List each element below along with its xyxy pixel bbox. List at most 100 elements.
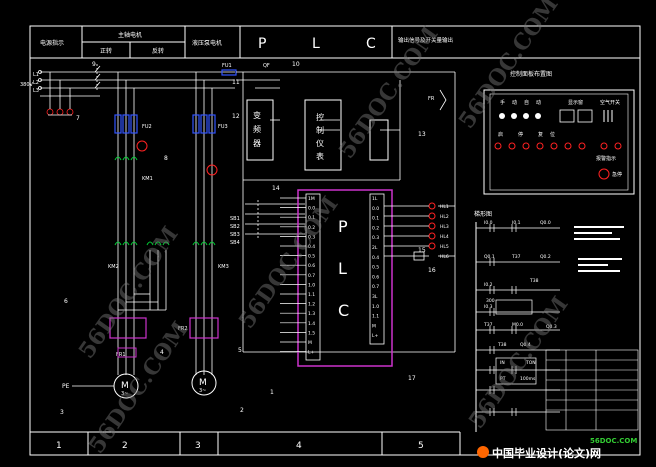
hl5: HL5 <box>440 244 449 250</box>
plc-output-12: 1.1 <box>372 314 379 320</box>
plc-input-9: 1.0 <box>308 282 315 288</box>
callout-16: 16 <box>428 267 436 274</box>
contactor-km3 <box>192 241 216 246</box>
motor-2-phase: 3~ <box>199 388 206 394</box>
plc-input-8: 0.7 <box>308 273 315 279</box>
instrument-char-1: 控 <box>316 112 324 122</box>
hl3: HL3 <box>440 224 449 230</box>
panel-breaker-label: 空气开关 <box>600 99 620 106</box>
header-pump-motor: 液压泵电机 <box>192 39 222 47</box>
instrument-char-3: 仪 <box>316 139 324 148</box>
ammeter-2 <box>206 164 218 176</box>
header-plc-p: P <box>258 36 266 52</box>
plc-input-terminals: 1M0.00.10.20.30.40.50.60.71.01.11.21.31.… <box>280 196 315 356</box>
callout-1: 1 <box>270 389 274 396</box>
plc-input-2: 0.1 <box>308 215 315 221</box>
callout-15: 15 <box>418 247 426 254</box>
panel-estop-label: 急停 <box>612 171 622 178</box>
plc-input-1: 0.0 <box>308 206 315 212</box>
panel-start: 启 <box>498 131 503 138</box>
contactor-km2 <box>114 241 170 246</box>
plc-output-13: M <box>372 323 376 329</box>
ladder-timer-box-1 <box>495 299 533 315</box>
footer-cell-3: 3 <box>195 441 201 451</box>
power-indicator-lamps <box>46 72 74 116</box>
fuse-fu2-label: FU2 <box>142 124 152 130</box>
callout-7: 7 <box>76 115 80 122</box>
control-instrument <box>304 99 342 171</box>
ladder-timer-box-0 <box>495 357 537 385</box>
ladder-label-0: I0.0 <box>484 220 493 226</box>
footer-row <box>30 431 461 455</box>
main-switch <box>94 64 101 90</box>
panel-manual-2: 动 <box>512 99 517 106</box>
callout-13: 13 <box>418 131 426 138</box>
motor-1-letter: M <box>121 381 129 391</box>
fuse-fu3 <box>192 114 216 134</box>
hl4: HL4 <box>440 234 449 240</box>
thermal-relay-fr2-label: FR2 <box>178 326 188 332</box>
hl6: HL6 <box>440 254 449 260</box>
callout-17: 17 <box>408 375 416 382</box>
push-buttons <box>245 200 305 238</box>
output-lamps <box>428 202 436 250</box>
plc-input-13: 1.4 <box>308 321 315 327</box>
panel-reset-1: 复 <box>538 131 543 138</box>
instrument-char-4: 表 <box>316 151 324 161</box>
panel-knobs <box>499 113 541 119</box>
plc-output-4: 0.3 <box>372 235 379 241</box>
callout-11: 11 <box>232 79 240 86</box>
panel-breaker <box>603 110 613 122</box>
ammeter-1 <box>136 140 148 152</box>
contactor-km2-label: KM2 <box>108 264 119 270</box>
ladder-label-3: Q0.0 <box>540 220 551 226</box>
control-wiring <box>236 71 456 353</box>
plc-input-5: 0.4 <box>308 244 315 250</box>
power-bus <box>38 70 235 97</box>
contactor-km1 <box>114 156 138 161</box>
ladder-label-5: T38 <box>529 278 539 284</box>
plc-input-10: 1.1 <box>308 292 315 298</box>
header-forward: 正转 <box>100 47 112 55</box>
inverter-char-3: 器 <box>253 139 261 148</box>
panel-alarm-label: 报警指示 <box>596 155 616 162</box>
panel-display-label: 显示窗 <box>568 99 583 106</box>
plc-output-3: 0.2 <box>372 225 379 231</box>
relay-coil-ka <box>413 251 425 261</box>
plc-output-0: 1L <box>372 196 378 202</box>
header-plc-c: C <box>366 36 376 52</box>
plc-input-14: 1.5 <box>308 330 315 336</box>
motor-2: M 3~ <box>191 370 217 396</box>
hl1: HL1 <box>440 204 449 210</box>
breaker-qf-label: QF <box>263 63 270 69</box>
outer-frame <box>29 25 641 456</box>
header-reverse: 反转 <box>152 47 164 55</box>
callout-4: 4 <box>160 349 164 356</box>
site-logo: 中国毕业设计(论文)网 56DOC.COM <box>477 437 637 460</box>
panel-displays <box>559 109 593 123</box>
panel-red-buttons <box>494 142 622 180</box>
ladder-label-7: Q0.3 <box>546 324 557 330</box>
motor-1-phase: 3~ <box>121 391 128 397</box>
plc-output-column <box>369 193 385 345</box>
footer-cell-4: 4 <box>296 441 302 451</box>
plc-output-9: 0.7 <box>372 284 379 290</box>
button-sb1: SB1 <box>230 216 240 222</box>
plc-input-12: 1.3 <box>308 311 315 317</box>
logo-url: 56DOC.COM <box>590 437 637 445</box>
plc-output-2: 0.1 <box>372 216 379 222</box>
fuse-fu2 <box>114 114 138 134</box>
ladder-label-18: Q0.4 <box>520 342 531 348</box>
ladder-label-17: M0.0 <box>512 322 523 328</box>
ladder-label-4: T37 <box>511 254 521 260</box>
ladder-label-6: Q0.2 <box>540 254 551 260</box>
panel-auto-2: 动 <box>536 99 541 106</box>
fr-contact <box>439 89 447 111</box>
hl2: HL2 <box>440 214 449 220</box>
watermark-4: 56DOC.COM <box>454 0 564 133</box>
fr1-coil <box>117 347 137 358</box>
